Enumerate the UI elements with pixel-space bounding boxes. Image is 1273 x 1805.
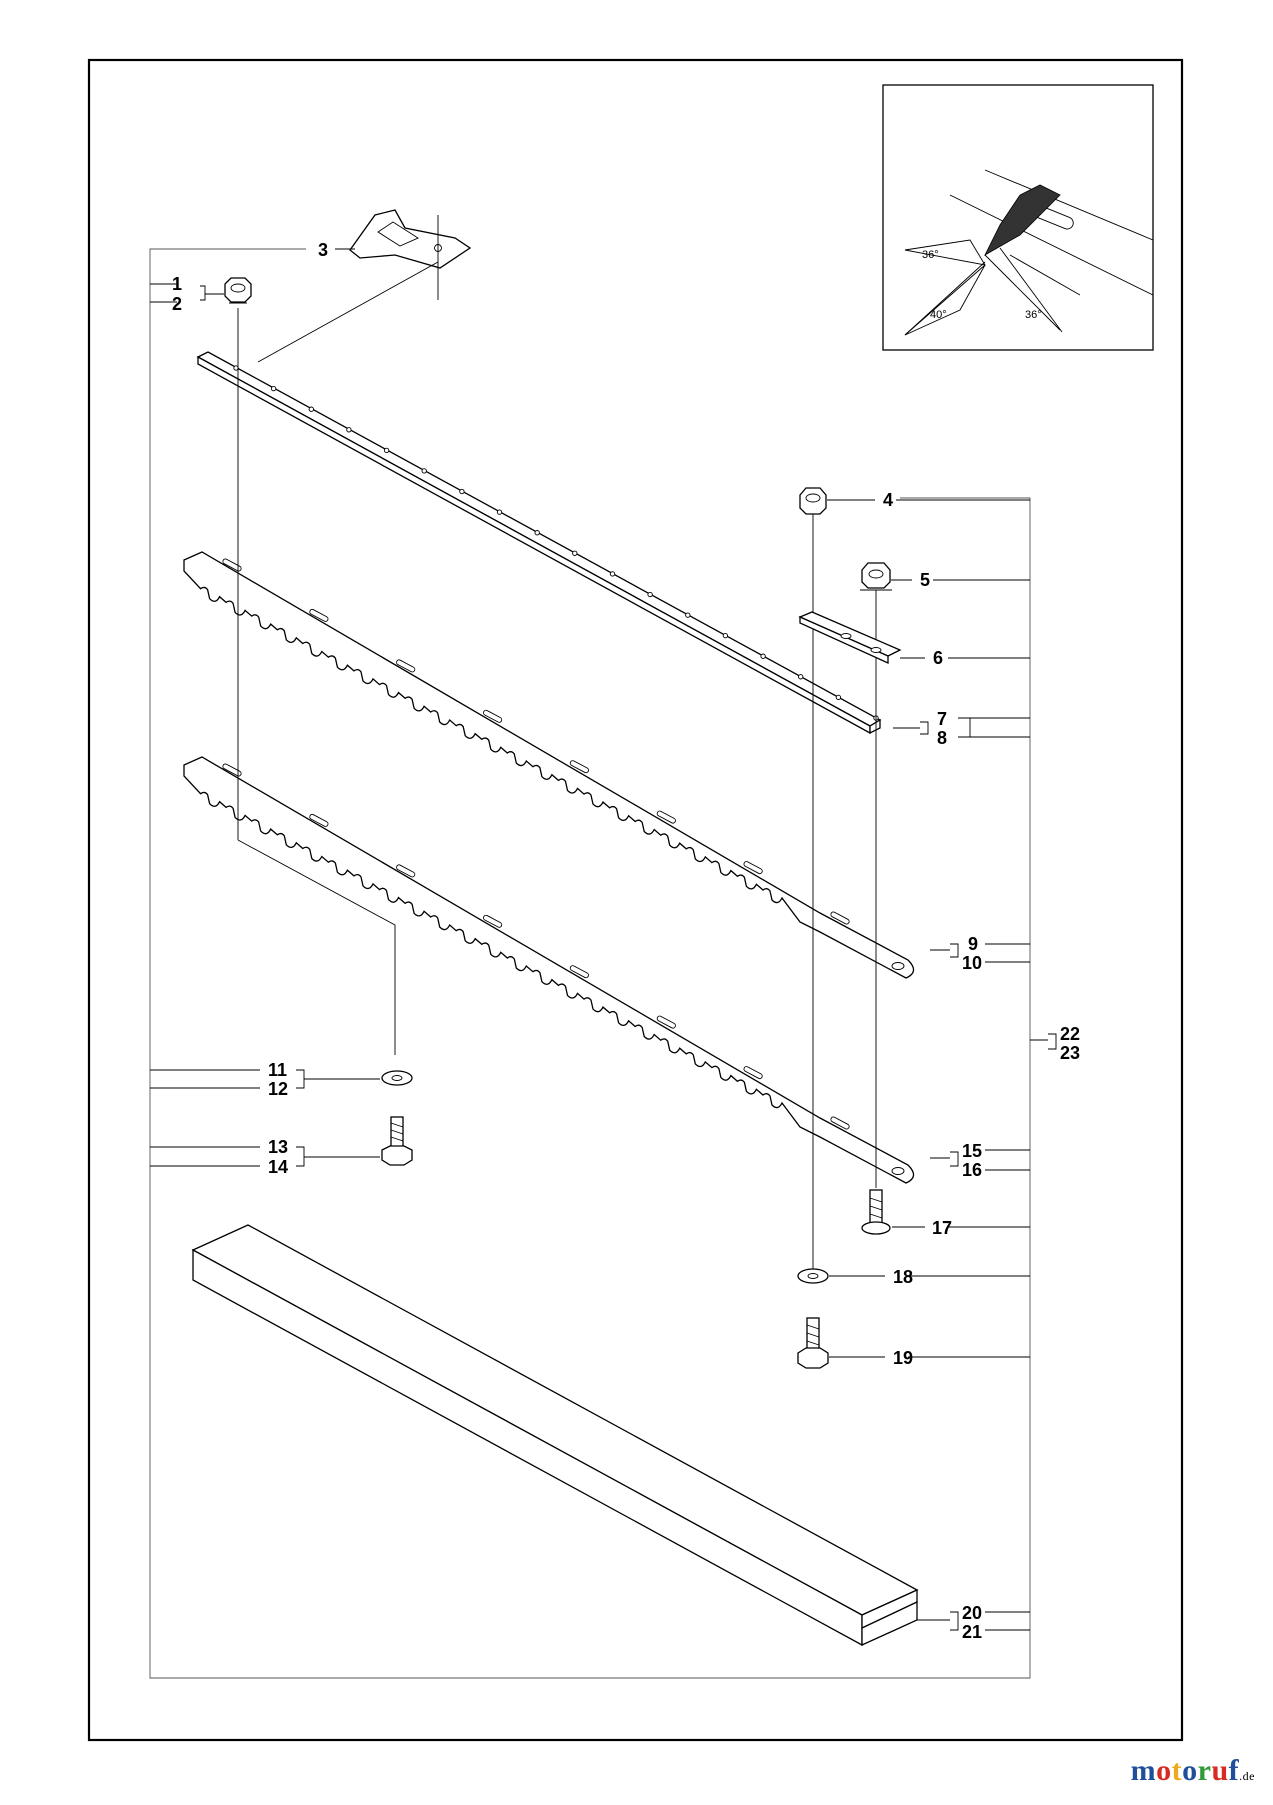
bar-hole <box>346 427 352 433</box>
callout-14: 14 <box>268 1157 288 1177</box>
callout-20: 20 <box>962 1603 982 1623</box>
bar-hole <box>722 632 729 639</box>
callout-8: 8 <box>937 728 947 748</box>
part-top-bar <box>196 261 882 735</box>
blade-slot <box>569 965 589 979</box>
blade-slot <box>743 861 763 875</box>
blade-slot <box>222 763 242 777</box>
bar-hole <box>685 612 691 618</box>
callout-5: 5 <box>920 570 930 590</box>
blade-slot <box>483 709 503 723</box>
watermark-letter: o <box>1156 1754 1172 1787</box>
blade-slot <box>309 813 329 827</box>
watermark-letter: m <box>1130 1754 1157 1787</box>
blade-end-hole <box>891 1167 905 1175</box>
watermark-letter: f <box>1228 1754 1240 1787</box>
part-washer-11 <box>381 1070 413 1086</box>
bar-hole <box>798 674 804 680</box>
part-bolt-19 <box>797 1317 829 1369</box>
part-blade-clip <box>349 209 472 300</box>
part-plate-6 <box>798 611 902 665</box>
callout-22: 22 <box>1060 1024 1080 1044</box>
callout-17: 17 <box>932 1218 952 1238</box>
blade-slot <box>483 914 503 928</box>
angle-label-3: 36° <box>1025 309 1042 321</box>
callout-12: 12 <box>268 1079 288 1099</box>
bar-hole <box>308 406 314 412</box>
callout-23: 23 <box>1060 1043 1080 1063</box>
callout-3: 3 <box>318 240 328 260</box>
part-nut-4 <box>799 487 827 515</box>
blade-slot <box>743 1066 763 1080</box>
blade-slot <box>830 911 850 925</box>
blade-slot <box>656 1015 676 1029</box>
callout-9: 9 <box>968 934 978 954</box>
bar-hole <box>572 550 578 556</box>
blade-slot <box>222 558 242 572</box>
blade-end-hole <box>891 962 905 970</box>
leader-lines <box>150 248 1057 1631</box>
callout-1: 1 <box>172 274 182 294</box>
bar-hole <box>496 509 503 515</box>
blade-slot <box>396 864 416 878</box>
blade-slot <box>569 760 589 774</box>
bar-hole <box>609 571 616 577</box>
part-washer-18 <box>797 1268 829 1284</box>
bar-hole <box>421 468 427 474</box>
bar-hole <box>233 365 239 371</box>
bar-hole <box>647 591 653 598</box>
angle-label-2: 40° <box>930 309 947 321</box>
bar-hole <box>835 694 842 701</box>
bar-hole <box>534 530 540 536</box>
blade-slot <box>830 1116 850 1130</box>
bar-hole <box>270 385 277 392</box>
part-bolt-17 <box>861 1189 891 1235</box>
callout-18: 18 <box>893 1267 913 1287</box>
callout-labels: 1 2 3 4 5 6 7 8 9 10 11 12 13 14 15 16 1… <box>172 240 1080 1642</box>
callout-21: 21 <box>962 1622 982 1642</box>
callout-10: 10 <box>962 953 982 973</box>
bolt-guide-lines <box>237 308 877 1270</box>
watermark-letter: u <box>1211 1754 1229 1787</box>
watermark-letter: o <box>1182 1754 1198 1787</box>
part-flange-nut-5 <box>860 562 892 591</box>
callout-11: 11 <box>268 1060 287 1080</box>
bar-hole <box>760 653 766 659</box>
callout-13: 13 <box>268 1137 288 1157</box>
angle-label-1: 36° <box>922 249 939 261</box>
callout-2: 2 <box>172 294 182 314</box>
part-upper-blade <box>183 551 915 979</box>
callout-15: 15 <box>962 1141 982 1161</box>
watermark-letters: motoruf <box>1131 1754 1240 1787</box>
bar-hole <box>383 447 390 454</box>
blade-slot <box>309 608 329 622</box>
callout-4: 4 <box>883 490 893 510</box>
left-assembly-bracket <box>149 248 1031 1679</box>
watermark-letter: t <box>1171 1754 1183 1787</box>
blade-slot <box>656 810 676 824</box>
callout-16: 16 <box>962 1160 982 1180</box>
part-flange-nut-left <box>224 277 252 304</box>
watermark-suffix: .de <box>1239 1769 1255 1783</box>
part-lower-blade <box>183 756 915 1184</box>
callout-19: 19 <box>893 1348 913 1368</box>
blade-slot <box>396 659 416 673</box>
part-blade-guard <box>191 1224 919 1647</box>
callout-7: 7 <box>937 709 947 729</box>
bar-hole <box>459 488 465 495</box>
inset-sharpening-detail: 36° 40° 36° <box>882 84 1154 351</box>
callout-6: 6 <box>933 648 943 668</box>
watermark-logo: motoruf.de <box>1131 1754 1255 1788</box>
diagram-border <box>87 58 1184 1742</box>
part-bolt-13 <box>381 1116 413 1166</box>
watermark-letter: r <box>1197 1754 1212 1787</box>
